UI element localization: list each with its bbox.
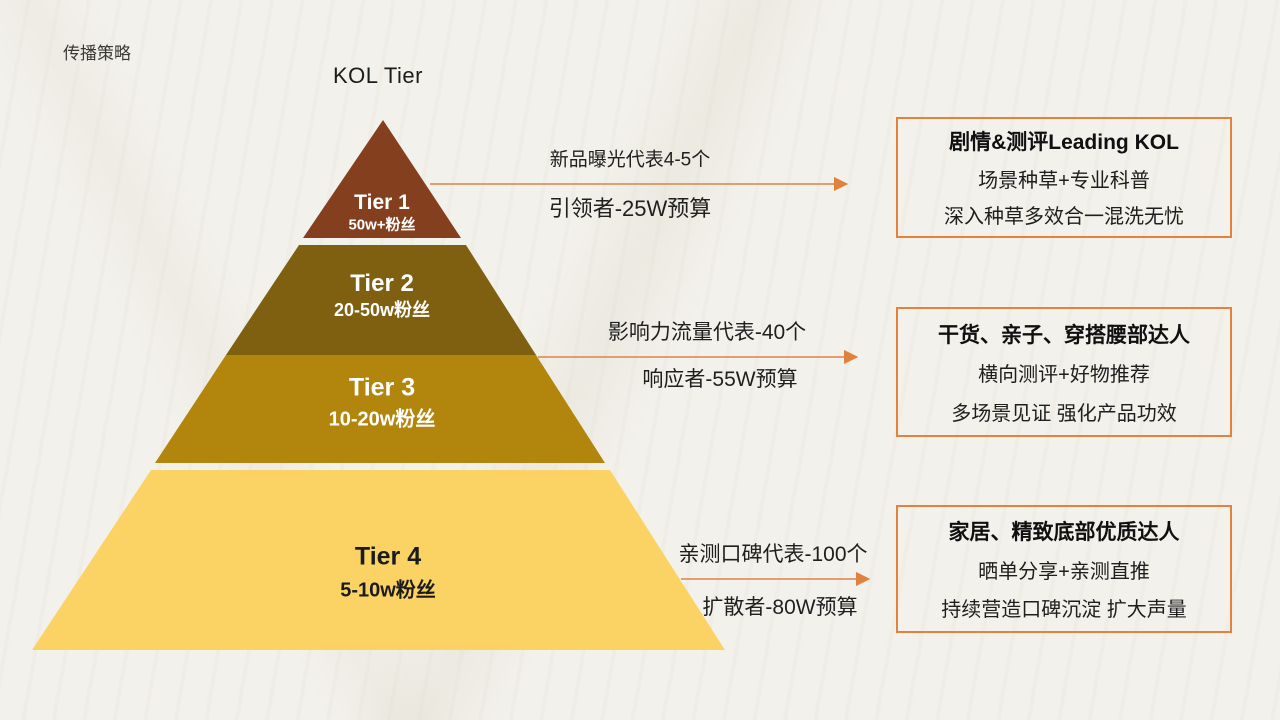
info-box-tier23-line2: 横向测评+好物推荐 [978,364,1150,386]
tier1-arrow-bottom-label: 引领者-25W预算 [548,196,712,221]
pyramid-tier4-shape [32,470,725,650]
tier23-arrow-top-label: 影响力流量代表-40个 [607,321,807,344]
pyramid-tier1-shape [303,120,461,238]
tier2-label: Tier 2 [350,270,414,297]
pyramid-tier3-shape [155,355,605,463]
tier4-arrow-bottom-label: 扩散者-80W预算 [702,596,858,619]
tier4-label: Tier 4 [354,542,422,571]
tier4-arrow-top-label: 亲测口碑代表-100个 [678,543,868,566]
tier1-label: Tier 1 [354,191,410,214]
info-box-tier4-title: 家居、精致底部优质达人 [948,521,1180,544]
tier23-arrow-bottom-label: 响应者-55W预算 [642,368,798,391]
info-box-tier23-title: 干货、亲子、穿搭腰部达人 [938,323,1190,347]
tier3-fans: 10-20w粉丝 [328,408,436,431]
info-box-tier23-line3: 多场景见证 强化产品功效 [951,402,1177,425]
tier2-fans: 20-50w粉丝 [333,300,431,320]
tier1-fans: 50w+粉丝 [348,216,416,234]
tier3-label: Tier 3 [348,373,416,402]
info-box-tier4-line3: 持续营造口碑沉淀 扩大声量 [941,599,1187,621]
info-box-tier1: 剧情&测评Leading KOL 场景种草+专业科普 深入种草多效合一混洗无忧 [896,117,1232,238]
page-label: 传播策略 [63,44,131,63]
info-box-tier1-line2: 场景种草+专业科普 [978,169,1150,192]
info-box-tier4: 家居、精致底部优质达人 晒单分享+亲测直推 持续营造口碑沉淀 扩大声量 [896,505,1232,633]
tier4-fans: 5-10w粉丝 [340,579,436,602]
info-box-tier1-line3: 深入种草多效合一混洗无忧 [944,205,1184,228]
info-box-tier4-line2: 晒单分享+亲测直推 [978,561,1150,583]
tier1-arrow-top-label: 新品曝光代表4-5个 [549,149,711,171]
pyramid-tier2-shape [226,245,536,355]
info-box-tier1-title: 剧情&测评Leading KOL [949,131,1179,155]
page-title: KOL Tier [333,63,423,88]
info-box-tier23: 干货、亲子、穿搭腰部达人 横向测评+好物推荐 多场景见证 强化产品功效 [896,307,1232,437]
